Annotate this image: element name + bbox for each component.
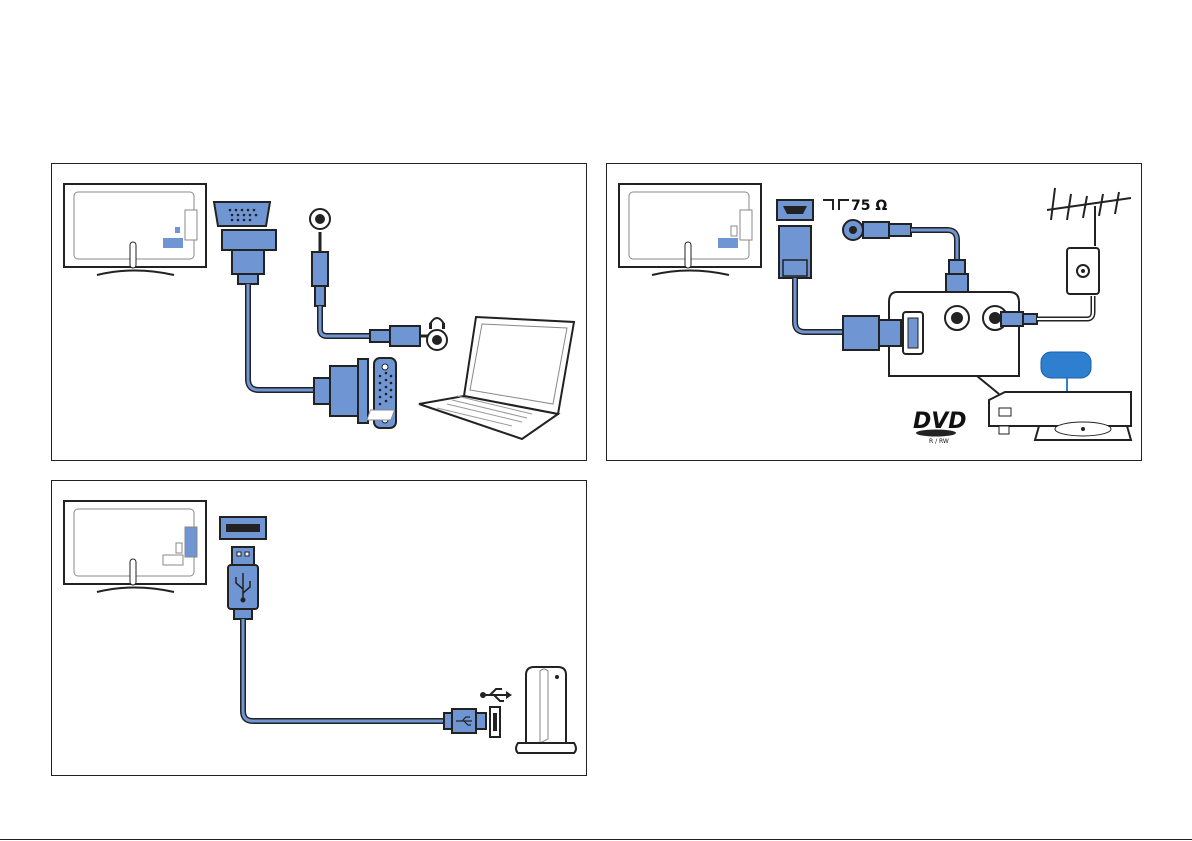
vga-port-tv [214,202,270,226]
tv-icon [64,184,206,275]
coax-cable-tv [911,230,957,260]
usb-hard-drive-icon [516,667,576,753]
hdmi-cable [795,278,843,332]
page-bottom-rule [0,839,1192,840]
svg-text:R / RW: R / RW [929,438,949,445]
usb-cable [243,619,444,721]
vga-audio-diagram [52,164,586,460]
antenna-cable [1037,296,1093,319]
dvd-logo: DVD R / RW [913,409,967,445]
coax-symbol-icon [823,200,849,210]
usb-port-drive [490,707,500,737]
coax-plug-recorder [946,260,968,294]
tv-icon [619,184,761,275]
vga-audio-connection-panel [51,163,587,461]
usb-diagram [52,481,586,775]
vga-plug-pc [314,359,368,423]
vga-cable [248,284,317,390]
vga-plug-tv [222,230,276,284]
dvd-recorder-icon [989,392,1131,440]
hdmi-port-recorder [903,312,923,354]
hdmi-antenna-diagram: 75 Ω [607,164,1141,460]
highlight-badge [1041,352,1091,392]
audio-jack-pc [427,330,447,350]
antenna-icon [1047,188,1131,246]
usb-connection-panel [51,480,587,776]
hdmi-antenna-connection-panel: 75 Ω [606,163,1142,461]
antenna-wall-socket-icon [1067,248,1099,294]
coax-port-tv [843,220,911,240]
headphones-icon [429,318,445,329]
audio-plug-pc [370,326,432,346]
audio-cable [320,306,370,336]
usb-icon [480,689,512,701]
audio-jack-tv [310,209,330,306]
usb-port-tv [220,517,266,539]
hdmi-port-tv [777,200,813,278]
usb-plug-drive [444,709,486,733]
hdmi-plug-recorder [843,316,901,350]
coax-in-recorder [945,306,969,330]
usb-plug-tv [228,547,258,619]
impedance-label: 75 Ω [851,198,887,214]
tv-icon [64,501,206,592]
